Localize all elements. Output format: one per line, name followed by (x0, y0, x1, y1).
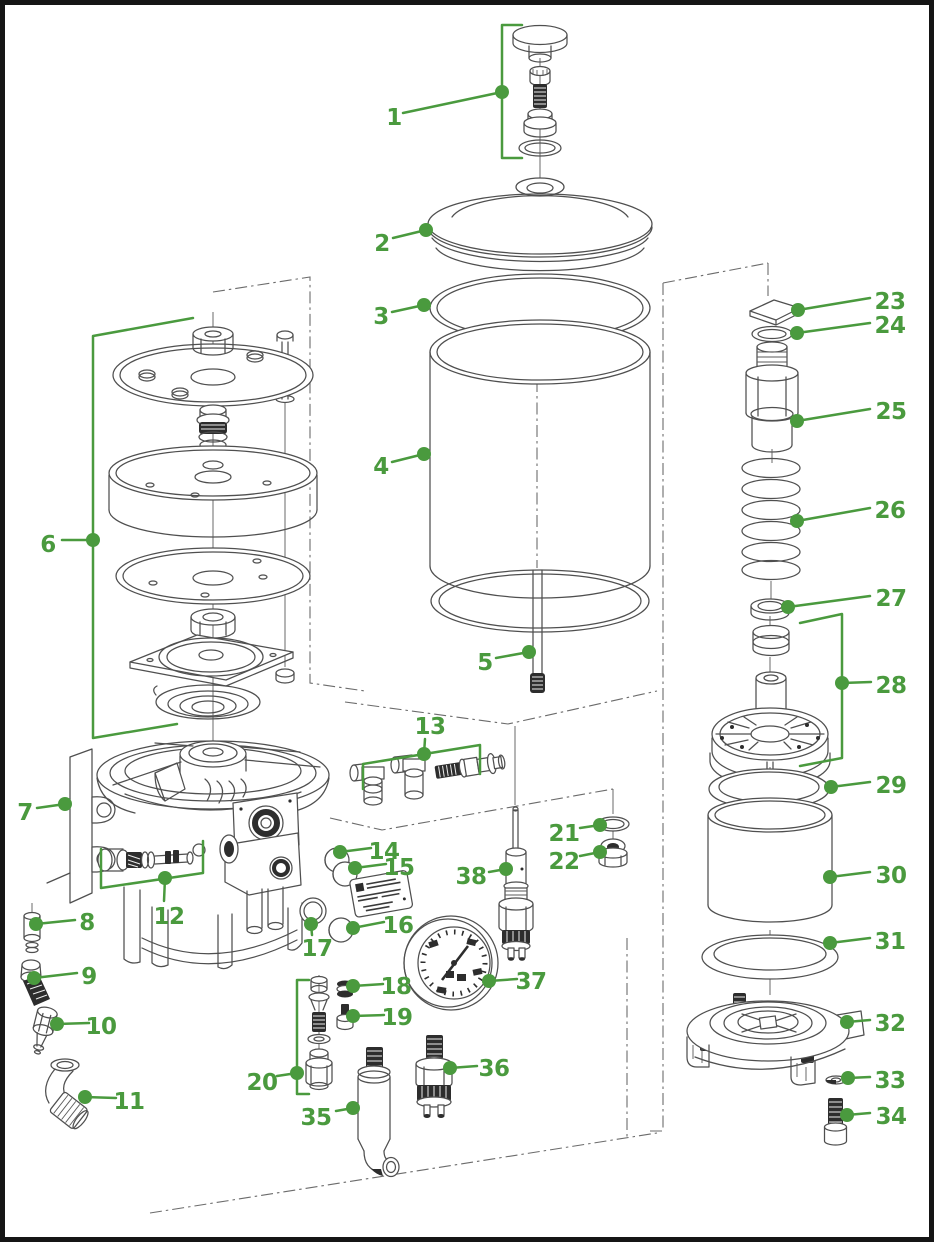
callout-24: 24 (874, 313, 906, 339)
part-34-screw (823, 1098, 848, 1146)
part-20-relief-valve (305, 975, 333, 1091)
callout-5: 5 (477, 650, 493, 676)
construction-lines (149, 262, 769, 1214)
callout-18: 18 (380, 974, 412, 1000)
callout-37: 37 (515, 969, 547, 995)
part-canister (429, 319, 651, 599)
pump-body (46, 740, 330, 970)
callout-12: 12 (153, 904, 185, 930)
part-26-spring (741, 449, 801, 601)
callout-4: 4 (373, 454, 389, 480)
part-36-pressure-switch (415, 1035, 453, 1118)
callout-6: 6 (40, 532, 56, 558)
callout-19: 19 (381, 1005, 413, 1031)
part-24-oring (751, 325, 793, 343)
part-canister-oring (430, 569, 650, 633)
callout-31: 31 (874, 929, 906, 955)
part-31-oring (701, 930, 839, 995)
callout-28: 28 (875, 673, 907, 699)
part-dome-lid (427, 177, 653, 272)
callout-1: 1 (386, 105, 402, 131)
callout-27: 27 (875, 586, 907, 612)
part-25-adapter (745, 341, 799, 453)
callout-3: 3 (373, 304, 389, 330)
part-tie-rod (530, 569, 545, 693)
part-30-filter-element (707, 797, 833, 923)
callout-36: 36 (478, 1056, 510, 1082)
callout-26: 26 (874, 498, 906, 524)
callout-30: 30 (875, 863, 907, 889)
part-vent-cap-group (512, 24, 568, 183)
part-vent-valve-12 (97, 843, 206, 872)
callout-25: 25 (875, 399, 907, 425)
callout-22: 22 (548, 849, 580, 875)
callout-35: 35 (300, 1105, 332, 1131)
callout-leaders (27, 23, 873, 1122)
callout-7: 7 (17, 800, 33, 826)
callout-14: 14 (368, 839, 400, 865)
callout-9: 9 (81, 964, 97, 990)
callout-11: 11 (113, 1089, 145, 1115)
part-11-hose-elbow (45, 1058, 89, 1130)
part-28-piston-assembly (709, 616, 831, 805)
callout-33: 33 (874, 1068, 906, 1094)
callout-16: 16 (382, 913, 414, 939)
callout-15: 15 (383, 855, 415, 881)
callout-21: 21 (548, 821, 580, 847)
callout-10: 10 (85, 1014, 117, 1040)
diagram-canvas (20, 23, 873, 1214)
part-32-base (686, 993, 865, 1086)
callout-32: 32 (874, 1011, 906, 1037)
callout-20: 20 (246, 1070, 278, 1096)
callout-17: 17 (301, 936, 333, 962)
part-22-cap (598, 838, 628, 868)
part-follower-stack (108, 312, 318, 748)
callout-23: 23 (874, 289, 906, 315)
callout-13: 13 (414, 714, 446, 740)
part-35-pump-element (357, 1047, 400, 1178)
callout-34: 34 (875, 1104, 907, 1130)
part-10-nozzle-fitting (32, 1006, 58, 1055)
part-13-fittings (349, 753, 506, 806)
callout-8: 8 (79, 910, 95, 936)
callout-29: 29 (875, 773, 907, 799)
part-37-gauge (403, 915, 499, 1011)
instruction-plate (349, 870, 414, 918)
part-38-level-sensor (498, 806, 534, 961)
callout-38: 38 (455, 864, 487, 890)
callout-2: 2 (374, 231, 390, 257)
